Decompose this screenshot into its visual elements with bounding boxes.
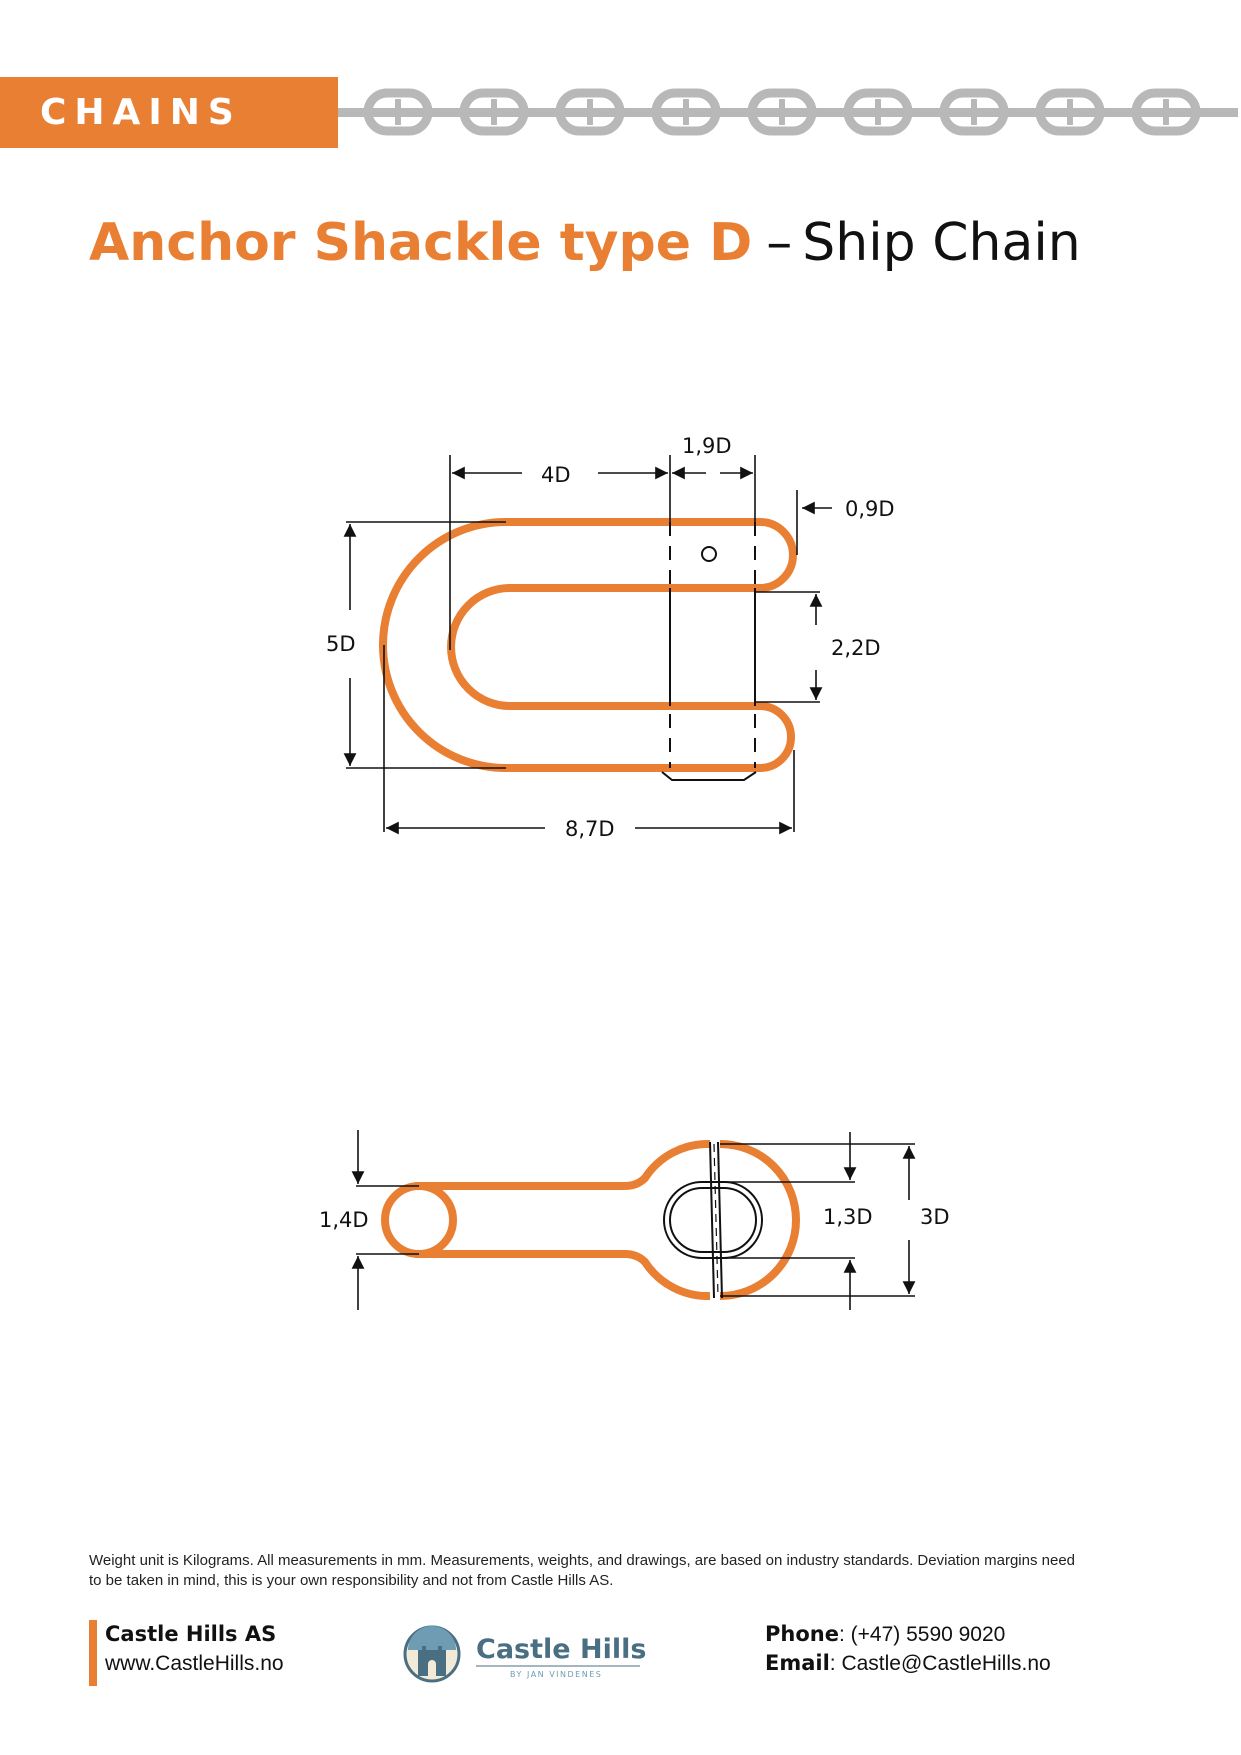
castle-hills-logo: Castle Hills BY JAN VINDENES xyxy=(403,1625,646,1683)
contact-block: Phone: (+47) 5590 9020 Email: Castle@Cas… xyxy=(765,1620,1051,1678)
chain-link-icon xyxy=(555,88,625,136)
phone-line: Phone: (+47) 5590 9020 xyxy=(765,1620,1051,1649)
dim-4d-label: 4D xyxy=(541,463,571,487)
chain-link-icon xyxy=(459,88,529,136)
footer-accent-bar xyxy=(89,1620,97,1686)
chain-link-icon xyxy=(363,88,433,136)
company-name: Castle Hills AS xyxy=(105,1622,277,1646)
chain-strip-graphic xyxy=(338,88,1238,136)
section-label: CHAINS xyxy=(40,92,242,133)
chain-link-icon xyxy=(843,88,913,136)
email-line: Email: Castle@CastleHills.no xyxy=(765,1649,1051,1678)
section-banner: CHAINS xyxy=(0,77,338,148)
chain-link-icon xyxy=(1131,88,1201,136)
shackle-top-view-drawing: 1,4D 1,3D 3D xyxy=(319,1130,950,1310)
chain-link-icon xyxy=(747,88,817,136)
dim-8-7d-label: 8,7D xyxy=(565,817,615,841)
dim-5d-label: 5D xyxy=(326,632,356,656)
shackle-side-view-drawing: 4D 1,9D 0,9D 5D 2,2D 8,7D xyxy=(326,434,895,841)
logo-text: Castle Hills xyxy=(476,1634,646,1665)
disclaimer-text: Weight unit is Kilograms. All measuremen… xyxy=(89,1552,1076,1589)
dim-3d-label: 3D xyxy=(920,1205,950,1229)
company-block: Castle Hills AS www.CastleHills.no xyxy=(105,1620,284,1678)
phone-label: Phone xyxy=(765,1622,839,1646)
email-value[interactable]: : Castle@CastleHills.no xyxy=(829,1652,1051,1675)
title-main: Anchor Shackle type D xyxy=(89,213,753,273)
dim-2-2d-label: 2,2D xyxy=(831,636,881,660)
title-separator: – xyxy=(766,213,793,273)
logo-tagline: BY JAN VINDENES xyxy=(510,1670,602,1679)
page-title: Anchor Shackle type D–Ship Chain xyxy=(89,213,1081,273)
chain-link-icon xyxy=(1035,88,1105,136)
dim-0-9d-label: 0,9D xyxy=(845,497,895,521)
title-sub: Ship Chain xyxy=(802,213,1081,273)
dim-1-3d-label: 1,3D xyxy=(823,1205,873,1229)
company-website-link[interactable]: www.CastleHills.no xyxy=(105,1652,284,1675)
email-label: Email xyxy=(765,1651,830,1675)
dim-1-4d-label: 1,4D xyxy=(319,1208,369,1232)
chain-link-icon xyxy=(651,88,721,136)
chain-link-icon xyxy=(939,88,1009,136)
phone-value[interactable]: : (+47) 5590 9020 xyxy=(838,1623,1006,1646)
dim-1-9d-label: 1,9D xyxy=(682,434,732,458)
